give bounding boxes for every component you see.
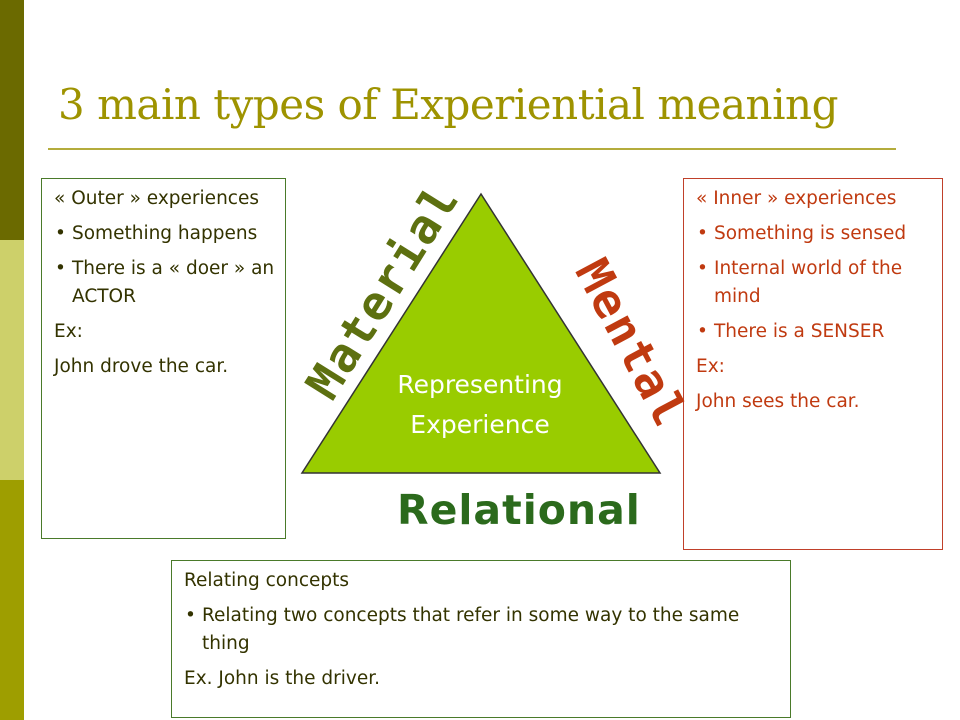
- triangle-label-line1: Representing: [397, 370, 563, 399]
- inner-bullet: Internal world of the mind: [696, 255, 934, 311]
- outer-bullet-list: Something happens There is a « doer » an…: [54, 220, 277, 311]
- inner-bullet: There is a SENSER: [696, 318, 934, 346]
- outer-bullet: There is a « doer » an ACTOR: [54, 255, 277, 311]
- inner-heading: « Inner » experiences: [696, 188, 897, 209]
- relational-bullet: Relating two concepts that refer in some…: [184, 602, 782, 658]
- slide-title: 3 main types of Experiential meaning: [58, 80, 838, 129]
- side-bar-bottom: [0, 480, 24, 720]
- relational-heading: Relating concepts: [184, 570, 350, 591]
- outer-heading: « Outer » experiences: [54, 188, 259, 209]
- side-bar-middle: [0, 240, 24, 480]
- relational-box: Relating concepts Relating two concepts …: [171, 560, 791, 718]
- outer-ex-label: Ex:: [54, 321, 83, 342]
- inner-experiences-box: « Inner » experiences Something is sense…: [683, 178, 943, 550]
- inner-ex-label: Ex:: [696, 356, 725, 377]
- outer-experiences-box: « Outer » experiences Something happens …: [41, 178, 286, 539]
- relational-example: Ex. John is the driver.: [184, 668, 381, 689]
- experience-triangle: [300, 192, 662, 475]
- inner-bullet-list: Something is sensed Internal world of th…: [696, 220, 934, 346]
- side-bar-top: [0, 0, 24, 240]
- triangle-shape: [300, 192, 662, 474]
- inner-bullet: Something is sensed: [696, 220, 934, 248]
- inner-example: John sees the car.: [696, 391, 860, 412]
- outer-bullet: Something happens: [54, 220, 277, 248]
- title-underline: [48, 148, 896, 150]
- triangle-label-line2: Experience: [410, 410, 550, 439]
- outer-example: John drove the car.: [54, 356, 229, 377]
- relational-label: Relational: [397, 486, 641, 534]
- relational-bullet-list: Relating two concepts that refer in some…: [184, 602, 782, 658]
